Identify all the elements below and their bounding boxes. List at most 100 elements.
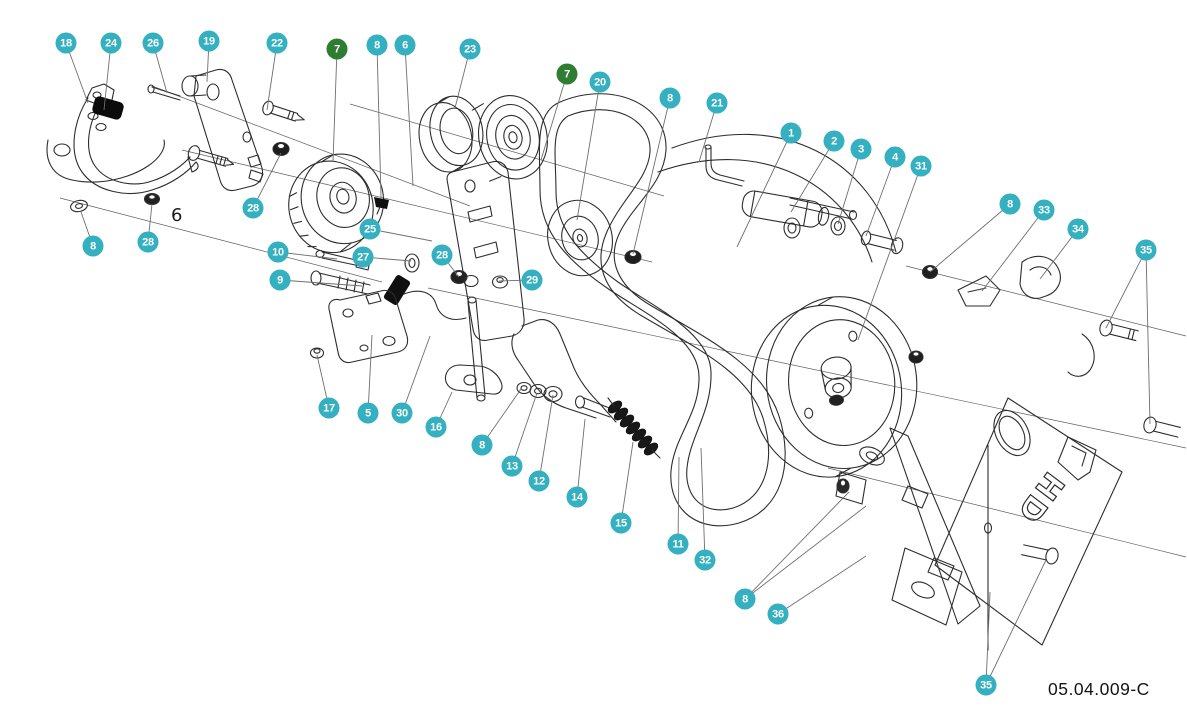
- leader-line-30: [401, 335, 431, 414]
- right-small-parts: [908, 255, 1181, 565]
- part-callout-30[interactable]: 30: [391, 402, 413, 424]
- part-callout-3[interactable]: 3: [850, 138, 872, 160]
- handle-grip-pad: [92, 96, 124, 120]
- part-callout-15[interactable]: 15: [610, 512, 632, 534]
- clutch-rod-assembly: [704, 144, 904, 255]
- part-callout-8[interactable]: 8: [999, 193, 1021, 215]
- leader-line-13: [511, 392, 538, 467]
- nut-17: [309, 347, 325, 359]
- leader-line-7: [540, 73, 568, 161]
- double-pulley: [418, 95, 548, 182]
- part-callout-13[interactable]: 13: [501, 455, 523, 477]
- part-callout-7[interactable]: 7: [556, 63, 578, 85]
- tension-spring: [607, 400, 659, 456]
- pivot-bracket: [328, 289, 409, 364]
- part-callout-8[interactable]: 8: [734, 588, 756, 610]
- clip: [248, 169, 264, 183]
- washer: [70, 199, 88, 213]
- part-callout-20[interactable]: 20: [589, 71, 611, 93]
- part-callout-11[interactable]: 11: [667, 533, 689, 555]
- frame-plate: [934, 397, 1123, 651]
- part-callout-10[interactable]: 10: [267, 241, 289, 263]
- rubber-damper: [383, 275, 411, 305]
- part-callout-34[interactable]: 34: [1067, 218, 1089, 240]
- flange-nut: [143, 192, 161, 206]
- part-callout-8[interactable]: 8: [366, 34, 388, 56]
- part-callout-6[interactable]: 6: [394, 34, 416, 56]
- part-callout-17[interactable]: 17: [318, 397, 340, 419]
- flat-idler-pulley: [288, 153, 385, 254]
- part-callout-26[interactable]: 26: [142, 32, 164, 54]
- part-callout-32[interactable]: 32: [694, 549, 716, 571]
- part-callout-35[interactable]: 35: [1135, 239, 1157, 261]
- part-callout-22[interactable]: 22: [266, 32, 288, 54]
- part-callout-4[interactable]: 4: [884, 146, 906, 168]
- part-callout-1[interactable]: 1: [780, 122, 802, 144]
- flange-nut: [450, 249, 642, 289]
- leader-line-35: [985, 559, 1047, 686]
- part-callout-7[interactable]: 7: [326, 38, 348, 60]
- part-callout-25[interactable]: 25: [359, 218, 381, 240]
- leader-lines: [65, 40, 1151, 686]
- leader-line-8: [929, 203, 1011, 273]
- part-callout-33[interactable]: 33: [1033, 199, 1055, 221]
- leader-line-35: [985, 591, 991, 686]
- part-callout-8[interactable]: 8: [471, 434, 493, 456]
- part-callout-27[interactable]: 27: [352, 246, 374, 268]
- part-callout-16[interactable]: 16: [425, 416, 447, 438]
- bolt-22: [262, 100, 305, 122]
- leader-line-36: [777, 555, 867, 615]
- leader-line-3: [837, 148, 862, 225]
- leader-line-9: [279, 279, 363, 287]
- part-callout-2[interactable]: 2: [823, 130, 845, 152]
- part-callout-14[interactable]: 14: [566, 486, 588, 508]
- part-callout-12[interactable]: 12: [528, 470, 550, 492]
- part-callout-24[interactable]: 24: [100, 32, 122, 54]
- leader-line-1: [736, 132, 792, 248]
- leader-line-4: [865, 156, 896, 237]
- inline-part-label: 6: [171, 205, 182, 226]
- drive-belt: [538, 93, 897, 527]
- leader-line-8: [744, 491, 850, 600]
- part-callout-23[interactable]: 23: [459, 38, 481, 60]
- idler-bracket: [147, 68, 264, 192]
- part-callout-19[interactable]: 19: [198, 30, 220, 52]
- leader-line-15: [620, 441, 634, 524]
- leader-line-35: [1145, 249, 1151, 425]
- leader-line-32: [700, 447, 706, 561]
- leader-line-8: [744, 505, 867, 600]
- link-rod: [403, 290, 467, 321]
- part-callout-18[interactable]: 18: [55, 32, 77, 54]
- leader-line-33: [981, 209, 1045, 292]
- leader-line-2: [790, 140, 835, 213]
- centre-bracket: [446, 160, 525, 341]
- leader-line-7: [332, 48, 338, 163]
- part-callout-28[interactable]: 28: [137, 231, 159, 253]
- bushing-27-bore: [408, 257, 416, 269]
- bushing-27: [404, 253, 420, 273]
- part-callout-36[interactable]: 36: [767, 603, 789, 625]
- leader-line-20: [576, 81, 601, 221]
- leader-line-18: [65, 42, 89, 104]
- part-callout-8[interactable]: 8: [659, 87, 681, 109]
- part-callout-5[interactable]: 5: [357, 402, 379, 424]
- part-callout-9[interactable]: 9: [269, 269, 291, 291]
- part-callout-29[interactable]: 29: [521, 269, 543, 291]
- bolt-6: [187, 145, 234, 167]
- tension-arm: [511, 319, 617, 423]
- leader-line-8: [376, 44, 382, 198]
- bell-crank: [444, 364, 503, 395]
- leader-line-6: [404, 44, 414, 187]
- part-callout-35[interactable]: 35: [975, 674, 997, 696]
- part-callout-28[interactable]: 28: [242, 197, 264, 219]
- leader-line-14: [576, 418, 586, 498]
- part-callout-28[interactable]: 28: [431, 244, 453, 266]
- leader-line-8: [632, 97, 671, 255]
- part-callout-31[interactable]: 31: [910, 155, 932, 177]
- leader-line-12: [538, 394, 554, 482]
- leader-line-24: [103, 42, 112, 111]
- part-callout-21[interactable]: 21: [706, 92, 728, 114]
- part-callout-8[interactable]: 8: [82, 235, 104, 257]
- leader-line-22: [266, 42, 278, 111]
